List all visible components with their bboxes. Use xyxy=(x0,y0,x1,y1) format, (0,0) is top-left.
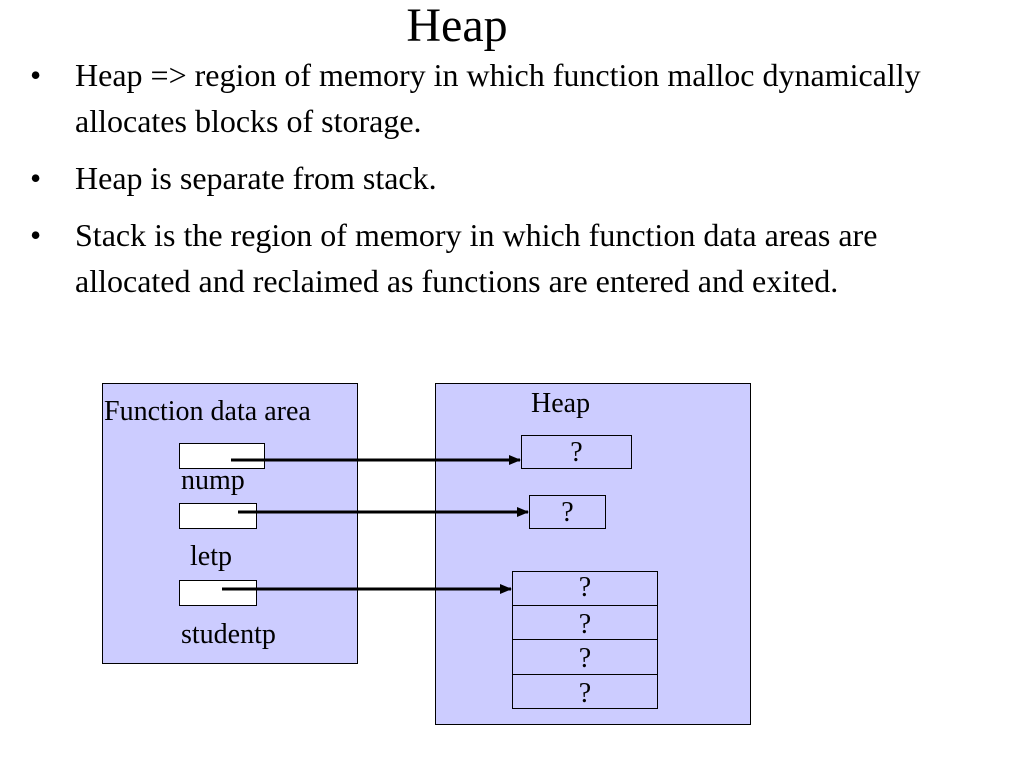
bullet-marker: • xyxy=(30,160,42,196)
student-heap-cell: ? xyxy=(512,674,658,709)
bullet-list: • Heap => region of memory in which func… xyxy=(30,52,960,315)
bullet-text: Stack is the region of memory in which f… xyxy=(75,217,878,299)
slide-title: Heap xyxy=(406,0,508,52)
function-data-area-label: Function data area xyxy=(104,396,311,427)
nump-heap-cell: ? xyxy=(521,435,632,469)
bullet-item: • Heap is separate from stack. xyxy=(30,155,960,201)
bullet-text: Heap => region of memory in which functi… xyxy=(75,57,921,139)
nump-label: nump xyxy=(181,465,245,496)
bullet-marker: • xyxy=(30,217,42,253)
studentp-label: studentp xyxy=(181,619,276,650)
student-heap-cell: ? xyxy=(512,605,658,640)
heap-label: Heap xyxy=(531,388,591,419)
nump-pointer-box xyxy=(179,443,265,469)
studentp-pointer-box xyxy=(179,580,257,606)
letp-pointer-box xyxy=(179,503,257,529)
student-heap-cell: ? xyxy=(512,571,658,606)
bullet-marker: • xyxy=(30,57,42,93)
letp-heap-cell: ? xyxy=(529,495,606,529)
bullet-item: • Heap => region of memory in which func… xyxy=(30,52,960,144)
letp-label: letp xyxy=(190,541,232,572)
bullet-item: • Stack is the region of memory in which… xyxy=(30,212,960,304)
bullet-text: Heap is separate from stack. xyxy=(75,160,437,196)
